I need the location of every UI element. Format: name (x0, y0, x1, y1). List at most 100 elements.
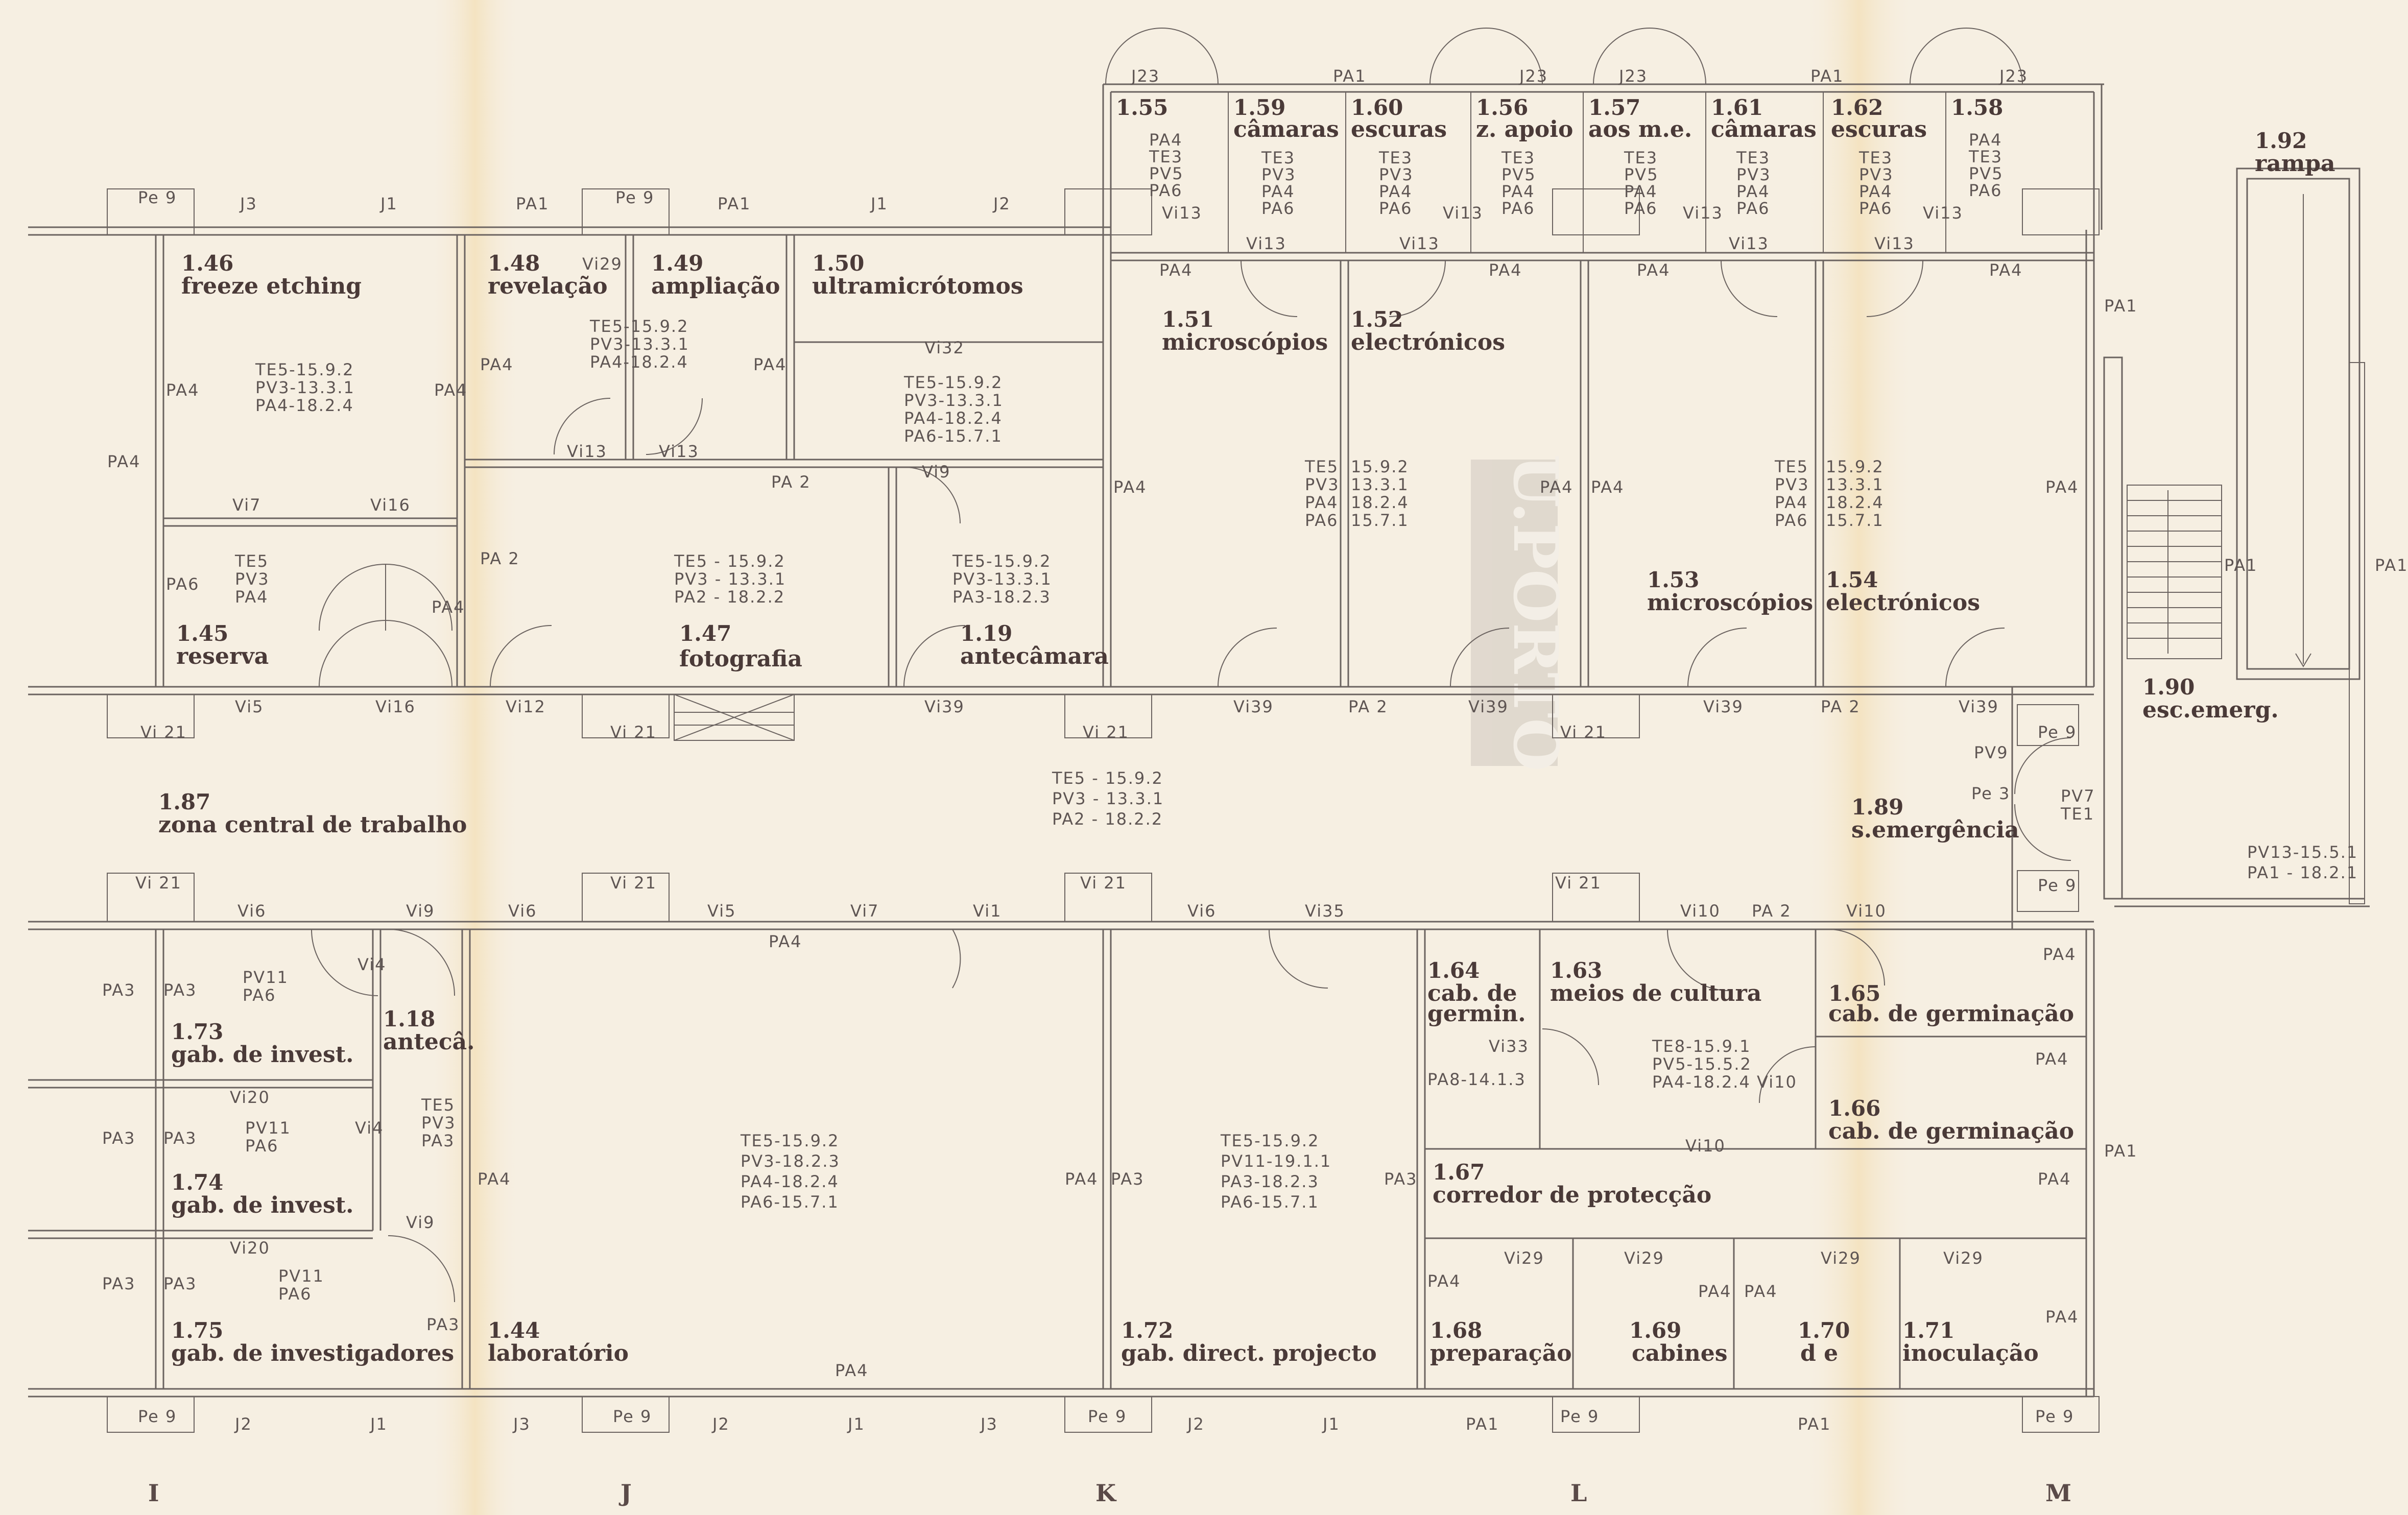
svg-text:PA4: PA4 (1149, 130, 1183, 150)
svg-text:PA1 - 18.2.1: PA1 - 18.2.1 (2247, 863, 2358, 882)
svg-text:18.2.4: 18.2.4 (1826, 493, 1884, 512)
room-167-num: 1.67 (1433, 1160, 1485, 1185)
svg-text:Vi 21: Vi 21 (135, 873, 182, 893)
svg-text:PA8-14.1.3: PA8-14.1.3 (1427, 1070, 1526, 1089)
svg-text:PV3-13.3.1: PV3-13.3.1 (952, 569, 1052, 589)
room-162-name: escuras (1831, 116, 1927, 142)
grid-label-i: I (148, 1479, 159, 1507)
svg-text:Vi13: Vi13 (1683, 203, 1723, 223)
room-192-num: 1.92 (2255, 128, 2307, 153)
svg-text:PA1: PA1 (1810, 66, 1844, 86)
room-157-name: aos m.e. (1588, 116, 1692, 142)
svg-text:TE3: TE3 (1624, 148, 1658, 167)
svg-text:PA3: PA3 (421, 1131, 455, 1150)
svg-text:Vi13: Vi13 (1246, 234, 1286, 253)
svg-text:PV3: PV3 (235, 569, 270, 589)
svg-text:Vi9: Vi9 (406, 901, 435, 921)
svg-text:PA4: PA4 (1775, 493, 1808, 512)
svg-text:PA1: PA1 (1798, 1414, 1831, 1434)
svg-text:J23: J23 (1998, 66, 2028, 86)
svg-text:Vi 21: Vi 21 (1555, 873, 1602, 893)
svg-text:PV11: PV11 (243, 968, 289, 987)
svg-text:PV3-13.3.1: PV3-13.3.1 (255, 378, 355, 397)
svg-text:TE5-15.9.2: TE5-15.9.2 (255, 360, 354, 379)
svg-text:PV5-15.5.2: PV5-15.5.2 (1652, 1054, 1752, 1074)
svg-text:J23: J23 (1618, 66, 1648, 86)
svg-text:PV3: PV3 (1305, 475, 1340, 494)
svg-text:TE3: TE3 (1378, 148, 1413, 167)
room-192-name: rampa (2255, 151, 2335, 177)
room-187-num: 1.87 (158, 789, 210, 814)
svg-text:PA4: PA4 (1859, 182, 1893, 201)
doors (311, 27, 2023, 1303)
svg-text:TE5-15.9.2: TE5-15.9.2 (1220, 1131, 1319, 1150)
svg-text:PV3-18.2.3: PV3-18.2.3 (741, 1151, 840, 1171)
svg-text:15.9.2: 15.9.2 (1826, 457, 1884, 476)
svg-text:PA 2: PA 2 (1348, 697, 1388, 716)
svg-text:Vi5: Vi5 (235, 697, 264, 716)
svg-text:Vi 21: Vi 21 (1083, 723, 1129, 742)
room-152-name: electrónicos (1351, 329, 1505, 355)
svg-text:PA4: PA4 (1744, 1282, 1778, 1301)
watermark-stamp: U.PORTO (1471, 454, 1571, 772)
room-166-name: cab. de germinação (1828, 1118, 2074, 1144)
svg-text:PA1: PA1 (2224, 556, 2258, 575)
svg-text:PA4: PA4 (1379, 182, 1413, 201)
svg-text:Vi16: Vi16 (370, 495, 411, 515)
svg-text:Vi12: Vi12 (506, 697, 546, 716)
svg-text:J3: J3 (239, 194, 257, 213)
svg-text:PA4: PA4 (1159, 260, 1193, 280)
svg-text:PA1: PA1 (2375, 556, 2408, 575)
room-154-num: 1.54 (1826, 567, 1878, 592)
svg-text:PA4: PA4 (1698, 1282, 1732, 1301)
svg-text:Vi35: Vi35 (1305, 901, 1345, 921)
room-172-num: 1.72 (1121, 1318, 1173, 1343)
svg-text:PV13-15.5.1: PV13-15.5.1 (2247, 843, 2358, 862)
svg-text:PA1: PA1 (718, 194, 751, 213)
svg-text:Vi29: Vi29 (1821, 1248, 1861, 1268)
svg-text:TE3: TE3 (1501, 148, 1535, 167)
svg-text:PA4-18.2.4: PA4-18.2.4 (590, 352, 688, 372)
svg-text:PA4: PA4 (2038, 1169, 2071, 1189)
room-153-num: 1.53 (1647, 567, 1699, 592)
svg-text:PA6: PA6 (1775, 511, 1808, 530)
svg-text:Pe 3: Pe 3 (1971, 784, 2010, 803)
svg-text:Pe 9: Pe 9 (138, 188, 177, 207)
svg-text:Vi20: Vi20 (230, 1238, 270, 1258)
svg-text:PA2 - 18.2.2: PA2 - 18.2.2 (674, 587, 785, 607)
svg-text:TE5 - 15.9.2: TE5 - 15.9.2 (1052, 768, 1163, 788)
room-152-num: 1.52 (1351, 307, 1403, 332)
grid-label-j: J (618, 1479, 632, 1507)
svg-text:PA4: PA4 (1501, 182, 1535, 201)
svg-text:Vi10: Vi10 (1685, 1136, 1726, 1156)
svg-text:TE3: TE3 (1968, 147, 2002, 166)
svg-text:TE5: TE5 (234, 551, 269, 571)
room-174-name: gab. de invest. (171, 1192, 353, 1218)
svg-text:PA6: PA6 (1969, 181, 2002, 200)
room-174-num: 1.74 (171, 1170, 223, 1195)
svg-text:PA6: PA6 (1859, 199, 1893, 218)
room-160-num: 1.60 (1351, 95, 1403, 120)
svg-text:U.PORTO: U.PORTO (1499, 454, 1571, 772)
room-151-num: 1.51 (1162, 307, 1214, 332)
svg-text:PV5: PV5 (1624, 165, 1659, 184)
svg-text:Vi39: Vi39 (1233, 697, 1274, 716)
svg-text:Vi 21: Vi 21 (1080, 873, 1127, 893)
svg-text:J1: J1 (870, 194, 888, 213)
room-168-name: preparação (1430, 1340, 1572, 1366)
room-156-num: 1.56 (1476, 95, 1528, 120)
svg-text:TE5-15.9.2: TE5-15.9.2 (589, 317, 688, 336)
svg-text:PA6: PA6 (166, 574, 200, 594)
svg-text:PA4: PA4 (1305, 493, 1339, 512)
svg-text:PA 2: PA 2 (1821, 697, 1861, 716)
svg-text:J1: J1 (369, 1414, 388, 1434)
svg-text:Vi10: Vi10 (1846, 901, 1887, 921)
svg-text:PV3: PV3 (1261, 165, 1296, 184)
svg-text:PV3 - 13.3.1: PV3 - 13.3.1 (674, 569, 786, 589)
svg-text:PA4: PA4 (1540, 477, 1573, 497)
svg-text:Vi29: Vi29 (1504, 1248, 1544, 1268)
svg-text:Pe 9: Pe 9 (2038, 723, 2077, 742)
svg-text:PA4-18.2.4: PA4-18.2.4 (1652, 1072, 1751, 1092)
room-150-num: 1.50 (812, 251, 864, 276)
